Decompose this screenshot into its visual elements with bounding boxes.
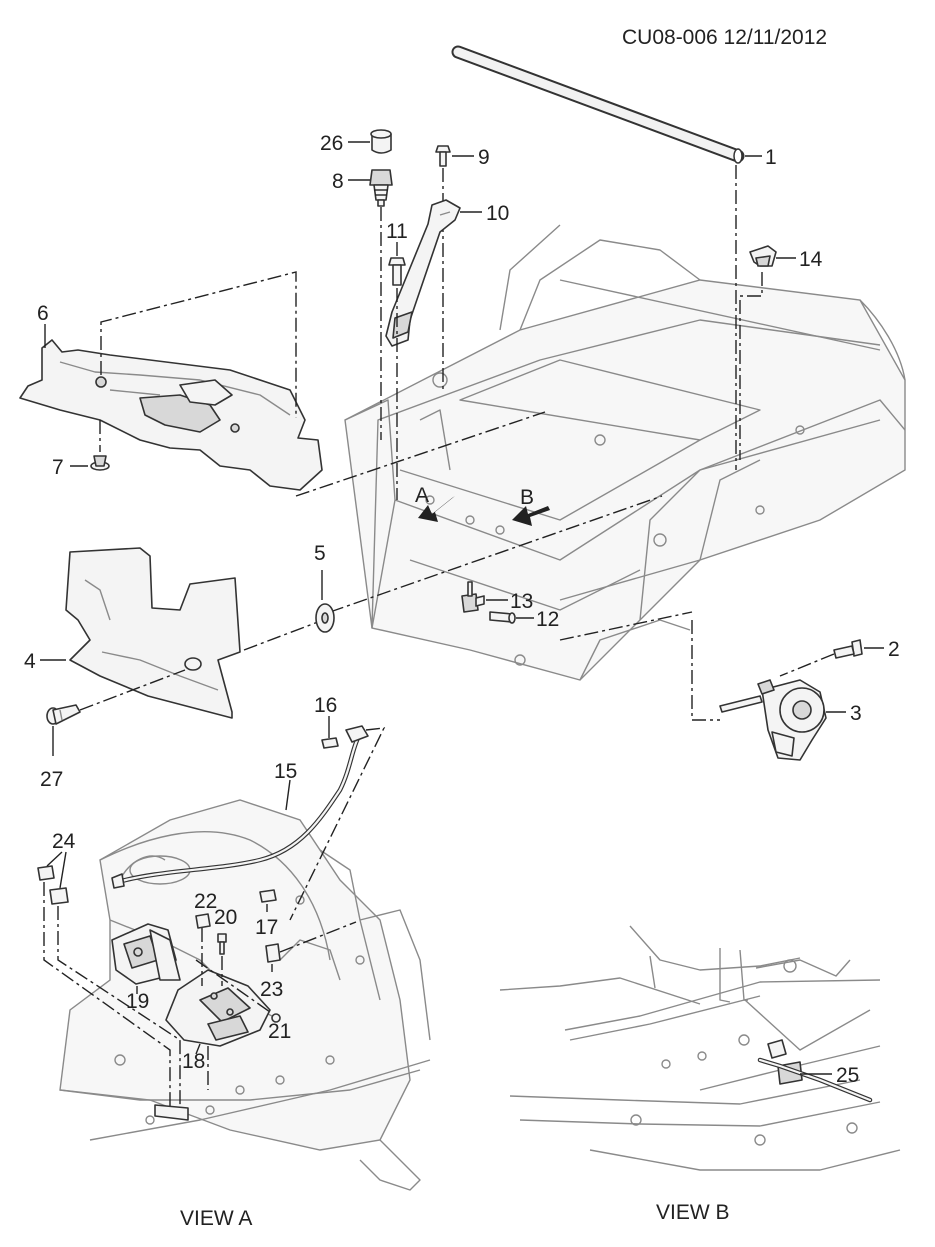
- callout-16: 16: [314, 694, 337, 717]
- part-16-clip: [321, 737, 339, 749]
- callout-8: 8: [332, 170, 344, 193]
- callout-7: 7: [52, 456, 64, 479]
- part-13-hood-latch-switch: [461, 581, 485, 613]
- callout-18: 18: [182, 1050, 205, 1073]
- callout-21: 21: [268, 1020, 291, 1043]
- callout-10: 10: [486, 202, 509, 225]
- part-27-plastic-rivet: [46, 704, 81, 725]
- callout-3: 3: [850, 702, 862, 725]
- part-21-nut: [271, 1013, 281, 1023]
- callout-1: 1: [765, 146, 777, 169]
- callout-15: 15: [274, 760, 297, 783]
- callout-26: 26: [320, 132, 343, 155]
- part-26-bumper-cap: [370, 129, 392, 154]
- callout-27: 27: [40, 768, 63, 791]
- part-8-stop-screw: [369, 169, 393, 207]
- part-17-clip: [259, 889, 277, 903]
- view-arrow-b-label: B: [520, 486, 534, 509]
- part-24-clips: [37, 865, 69, 905]
- part-25-retainer-clip: [757, 1039, 873, 1103]
- view-a-label: VIEW A: [180, 1207, 252, 1230]
- part-1-seal-strip: [451, 45, 745, 164]
- part-23-label-plate: [265, 943, 281, 963]
- callout-11: 11: [386, 220, 408, 243]
- part-12-screw: [489, 611, 516, 624]
- view-arrow-a: A: [415, 484, 455, 522]
- callout-9: 9: [478, 146, 490, 169]
- part-5-grommet: [315, 603, 335, 633]
- part-4-splash-shield: [65, 547, 241, 719]
- part-10-hood-prop-bracket: [385, 199, 461, 347]
- callout-14: 14: [799, 248, 823, 271]
- part-22-clip: [195, 913, 211, 929]
- callout-19: 19: [126, 990, 149, 1013]
- view-a-body-structure: [59, 799, 431, 1191]
- part-2-bolt: [833, 639, 863, 659]
- part-3-horn: [719, 679, 827, 761]
- document-reference: CU08-006 12/11/2012: [622, 26, 828, 49]
- part-6-cover-panel: [19, 339, 323, 491]
- part-19-hood-latch: [111, 923, 181, 985]
- callout-4: 4: [24, 650, 36, 673]
- callout-23: 23: [260, 978, 283, 1001]
- callout-2: 2: [888, 638, 900, 661]
- part-15-hood-release-cable: [111, 725, 369, 889]
- view-b-label: VIEW B: [656, 1201, 730, 1224]
- callout-24: 24: [52, 830, 76, 853]
- callout-20: 20: [214, 906, 237, 929]
- part-14-clip: [749, 245, 777, 267]
- callout-22: 22: [194, 890, 217, 913]
- callout-17: 17: [255, 916, 278, 939]
- callout-25: 25: [836, 1064, 859, 1087]
- view-b-body-structure: [499, 925, 901, 1171]
- part-11-bolt: [388, 257, 406, 286]
- callout-12: 12: [536, 608, 559, 631]
- part-9-bolt: [435, 145, 451, 167]
- part-7-push-clip: [90, 455, 110, 471]
- view-arrow-b: B: [512, 486, 550, 526]
- callout-5: 5: [314, 542, 326, 565]
- callout-13: 13: [510, 590, 533, 613]
- callout-6: 6: [37, 302, 49, 325]
- view-arrow-a-label: A: [415, 484, 429, 507]
- part-20-bolt: [217, 933, 227, 955]
- front-body-structure: [344, 224, 906, 681]
